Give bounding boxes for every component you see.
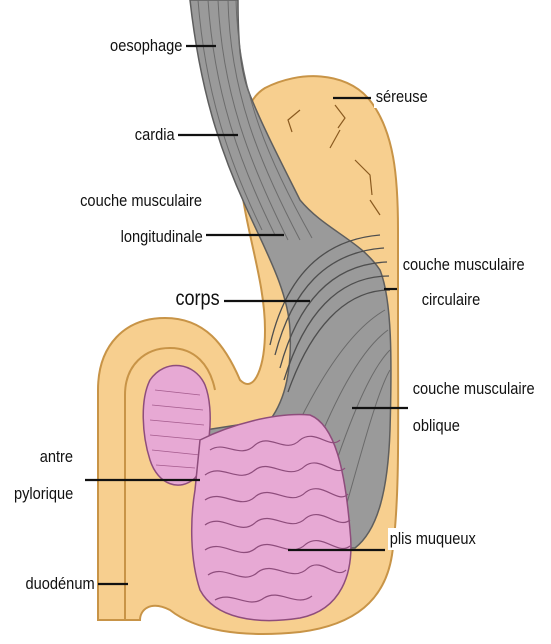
label-antre-line1: antre bbox=[38, 446, 75, 468]
label-couche-circulaire-line1: couche musculaire bbox=[401, 254, 526, 276]
label-couche-circulaire-line2: circulaire bbox=[420, 289, 482, 311]
label-antre-line2: pylorique bbox=[12, 483, 75, 505]
label-couche-longitudinale-line2: longitudinale bbox=[118, 226, 204, 248]
label-cardia: cardia bbox=[133, 124, 176, 146]
label-sereuse: séreuse bbox=[374, 86, 429, 108]
label-couche-oblique-line2: oblique bbox=[411, 415, 462, 437]
label-plis-muqueux: plis muqueux bbox=[388, 528, 478, 550]
label-duodenum: duodénum bbox=[23, 573, 96, 595]
label-couche-longitudinale-line1: couche musculaire bbox=[79, 190, 204, 212]
label-couche-oblique-line1: couche musculaire bbox=[411, 378, 536, 400]
label-oesophage: oesophage bbox=[108, 35, 184, 57]
label-corps: corps bbox=[173, 288, 221, 310]
